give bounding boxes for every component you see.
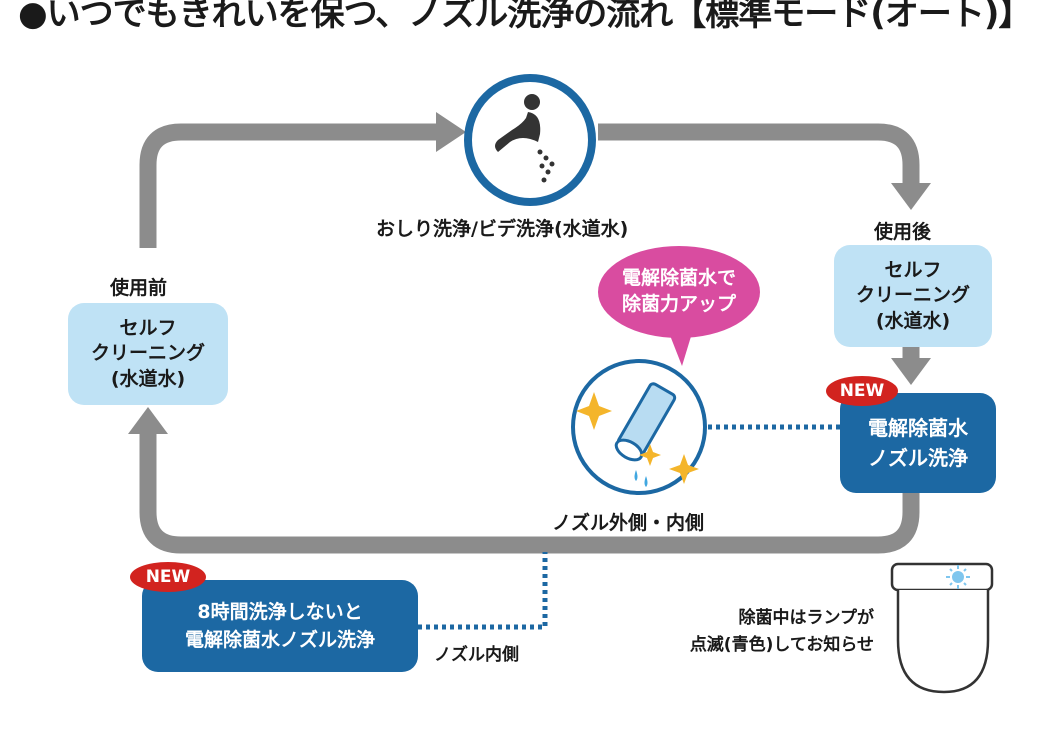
eight-hour-line-1: 8時間洗浄しないと (197, 600, 363, 623)
arrowhead-after-use (891, 183, 931, 210)
toilet-lamp-icon (888, 560, 998, 700)
page-title: ●いつでもきれいを保つ、ノズル洗浄の流れ【標準モード(オート)】 (18, 0, 1032, 34)
after-use-line-1: セルフ (884, 258, 942, 281)
new-badge-eight-hour: NEW (130, 562, 206, 592)
nozzle-inner-label: ノズル内側 (434, 645, 519, 665)
lamp-note-line-1: 除菌中はランプが (738, 608, 875, 628)
electrolyzed-line-2: ノズル洗浄 (868, 446, 968, 470)
before-use-line-2: クリーニング (90, 342, 205, 365)
top-step-label: おしり洗浄/ビデ洗浄(水道水) (376, 218, 629, 240)
before-use-box: セルフ クリーニング (水道水) (68, 303, 228, 405)
arrow-bottom-loop (139, 432, 920, 554)
arrow-to-top-step (139, 123, 438, 248)
electrolyzed-bubble: 電解除菌水で 除菌力アップ (598, 246, 760, 338)
dotted-connector-inner (418, 552, 548, 630)
eight-hour-wash-box: 8時間洗浄しないと 電解除菌水ノズル洗浄 (142, 580, 418, 672)
lamp-note-line-2: 点滅(青色)してお知らせ (689, 635, 874, 656)
electrolyzed-wash-box: 電解除菌水 ノズル洗浄 (840, 393, 996, 493)
after-use-line-3: (水道水) (875, 309, 951, 332)
bubble-line-2: 除菌力アップ (621, 293, 736, 315)
nozzle-sparkle-icon (566, 354, 712, 500)
bubble-line-1: 電解除菌水で (621, 267, 736, 290)
electrolyzed-line-1: 電解除菌水 (868, 416, 968, 440)
person-washing-icon (462, 72, 598, 208)
eight-hour-line-2: 電解除菌水ノズル洗浄 (184, 629, 375, 651)
before-use-line-1: セルフ (119, 316, 177, 339)
lamp-note: 除菌中はランプが 点滅(青色)してお知らせ (642, 605, 874, 659)
after-use-heading: 使用後 (874, 221, 932, 243)
before-use-line-3: (水道水) (110, 367, 186, 390)
after-use-box: セルフ クリーニング (水道水) (834, 245, 992, 347)
arrow-to-after-use (598, 123, 920, 185)
arrowhead-top (436, 112, 466, 152)
arrowhead-before-use (128, 407, 168, 434)
before-use-heading: 使用前 (110, 277, 168, 299)
after-use-line-2: クリーニング (855, 284, 970, 307)
nozzle-label: ノズル外側・内側 (552, 512, 705, 534)
new-badge-electrolyzed: NEW (826, 376, 898, 406)
arrowhead-electrolyzed (891, 358, 931, 385)
